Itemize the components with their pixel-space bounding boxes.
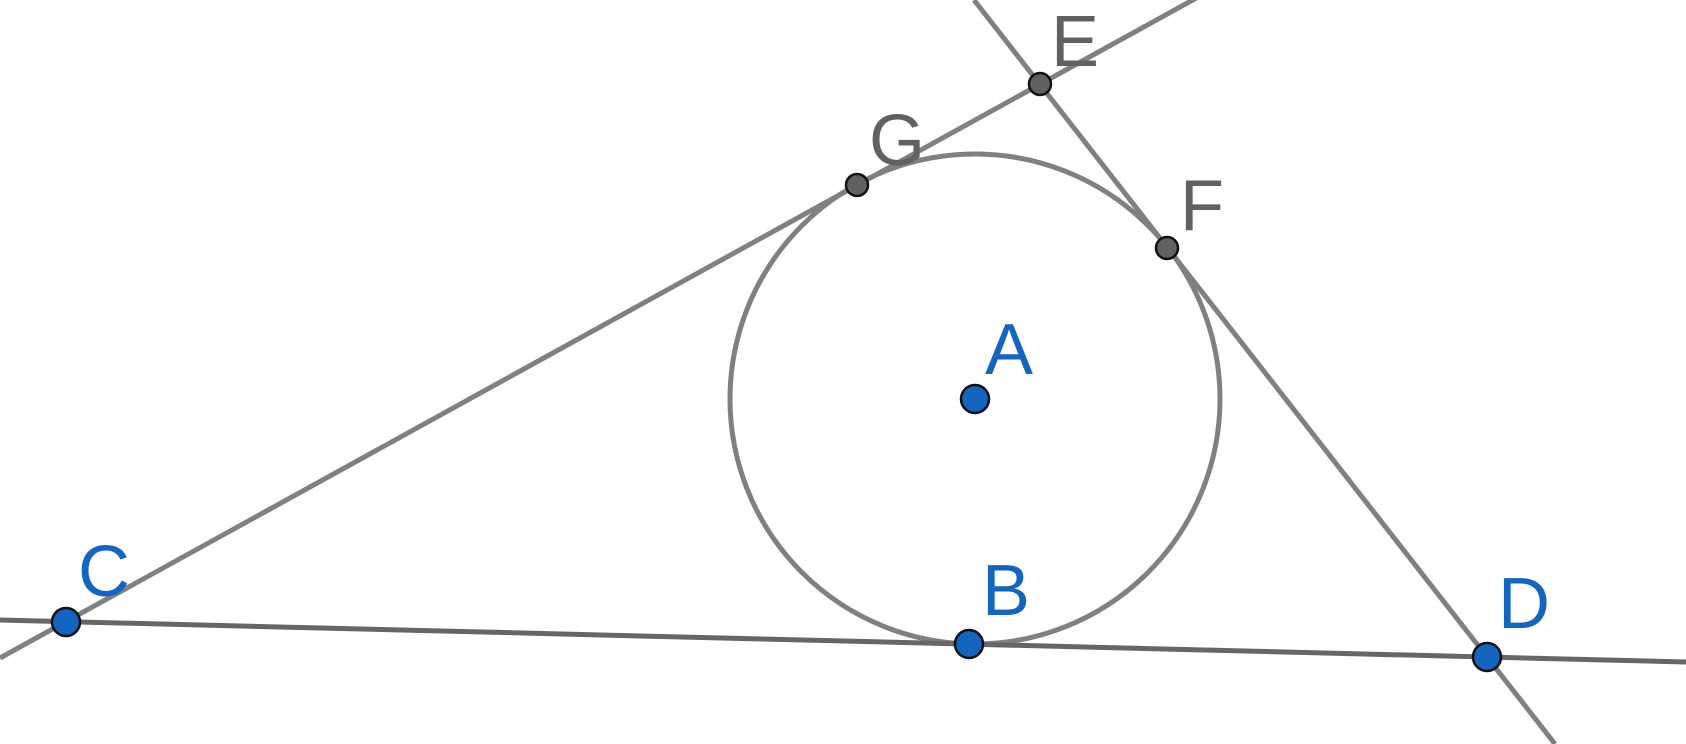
- label-f: F: [1180, 166, 1224, 246]
- line-ce[interactable]: [0, 0, 1200, 661]
- label-g: G: [869, 101, 925, 181]
- point-a[interactable]: [959, 383, 991, 415]
- point-e[interactable]: [1027, 71, 1053, 97]
- point-c[interactable]: [50, 606, 82, 638]
- label-c: C: [78, 532, 130, 612]
- label-e: E: [1051, 2, 1099, 82]
- label-b: B: [982, 551, 1030, 631]
- point-b[interactable]: [953, 628, 985, 660]
- line-cd[interactable]: [0, 617, 1686, 665]
- label-a: A: [985, 310, 1033, 390]
- point-g[interactable]: [844, 172, 870, 198]
- label-d: D: [1498, 564, 1550, 644]
- line-ed[interactable]: [972, 0, 1557, 744]
- point-d[interactable]: [1471, 641, 1503, 673]
- point-f[interactable]: [1154, 235, 1180, 261]
